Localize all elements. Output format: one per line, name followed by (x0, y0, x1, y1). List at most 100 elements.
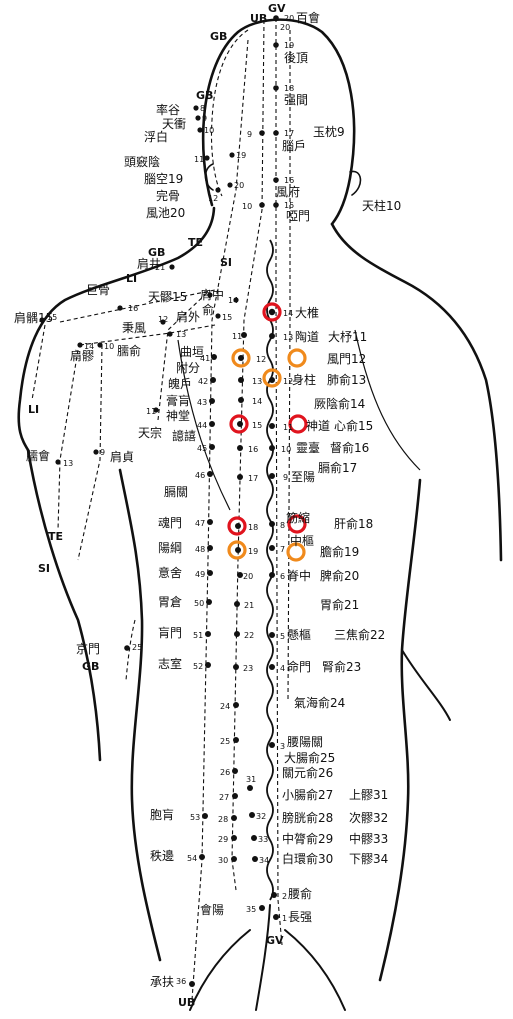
ub-dot-9 (259, 130, 265, 136)
spine-line (266, 239, 274, 901)
ub-num-33: 33 (258, 835, 268, 844)
gv-dot-8 (269, 521, 275, 527)
shoulder-li-path (59, 289, 216, 323)
gv-num-15: 15 (284, 201, 294, 210)
gv-name-13: 陶道 (295, 329, 319, 344)
te-dot-15 (207, 292, 213, 298)
ub-dot-27 (232, 793, 238, 799)
ub-num-21: 21 (244, 601, 254, 610)
ub-name-14: 厥陰俞14 (314, 396, 365, 411)
ub-name-51: 肓門 (158, 625, 182, 640)
gv-dot-20 (273, 15, 279, 21)
highlight-rings (227, 302, 308, 562)
gv-name-12: 身柱 (292, 372, 316, 387)
ub-dot-10 (259, 202, 265, 208)
ub-name-19: 膽俞19 (320, 544, 359, 559)
ub-dot-11 (241, 332, 247, 338)
li-num-15: 15 (47, 313, 57, 322)
ub-name-35: 會陽 (200, 903, 224, 917)
gv-num-9: 9 (283, 473, 288, 482)
gv-num-10: 10 (281, 445, 291, 454)
gv-dot-4 (269, 664, 275, 670)
si-num-9: 9 (100, 448, 105, 457)
gb-head-path (210, 29, 249, 197)
ub-dot-33 (251, 835, 257, 841)
arm-labels: 16 巨骨 天髎15 14 肩中 15 肩外 15 肩髃15 12 秉風 13 … (14, 283, 238, 468)
meridian-si-neck: SI (220, 256, 232, 269)
ub-name-24: 氣海俞24 (294, 695, 345, 710)
gv-name-10: 靈臺 (296, 440, 320, 455)
gv-num-13: 13 (283, 333, 293, 342)
gv-dot-15 (273, 202, 279, 208)
gv-name-4: 命門 (287, 659, 311, 674)
gv-name-11: 神道 (306, 419, 330, 433)
body-outline (17, 18, 503, 1011)
gb-name-19: 腦空19 (144, 171, 183, 186)
ub-name-11: 大杼11 (328, 329, 367, 344)
gv-num-2: 2 (282, 892, 287, 901)
ub-num-23: 23 (243, 664, 253, 673)
ub-dot-15 (237, 421, 243, 427)
ub-num-20: 20 (243, 572, 253, 581)
gv-num-11: 11 (283, 423, 293, 432)
te-name-15: 天髎15 (148, 290, 187, 304)
ub-num-51: 51 (193, 631, 203, 640)
si-name-12: 秉風 (122, 321, 146, 335)
ub-num-45: 45 (197, 444, 207, 453)
ub-num-19: 19 (248, 547, 258, 556)
gb-dot-10 (197, 127, 203, 133)
ub-dot-30 (231, 856, 237, 862)
gb-dot-11 (204, 155, 210, 161)
gb-name-25: 京門 (76, 642, 100, 656)
si-name-15: 肩外 (176, 309, 200, 324)
si-dot-12 (160, 319, 166, 325)
ub-num-18: 18 (248, 523, 258, 532)
gv-num-20: 20 (284, 14, 294, 23)
meridian-labels: UB GV GB GB GB LI TE SI LI TE SI GB GV U… (28, 2, 286, 1009)
si-name-10: 臑俞 (117, 343, 141, 358)
gv-num-16: 16 (284, 176, 294, 185)
ub-inner-labels: 9 玉枕9 10 天柱10 11 大杼11 12 風門12 13 肺俞13 14… (150, 124, 401, 989)
ub-name-31: 上髎31 (349, 788, 388, 802)
meridian-si-arm: SI (38, 562, 50, 575)
orange-ring-danshu-l (227, 540, 247, 560)
ub-num-17: 17 (248, 474, 258, 483)
gv-dot-10 (269, 445, 275, 451)
ub-name-49: 意舍 (158, 565, 182, 580)
ub-name-43: 膏肓 (166, 393, 190, 408)
meridian-gb-shoulder: GB (148, 246, 165, 259)
gv-num-6: 6 (280, 572, 285, 581)
gv-dot-5 (269, 632, 275, 638)
gv-num-3: 3 (280, 742, 285, 751)
gb-flank-path (125, 619, 136, 681)
buttock-cleft (189, 904, 346, 1011)
orange-ring-fengmen-r (287, 348, 307, 368)
gb-num-12: 12 (208, 194, 218, 203)
gv-meridian-path (275, 18, 283, 946)
ub-name-44: 神堂 (166, 409, 190, 423)
si-num-15: 15 (222, 313, 232, 322)
ub-name-26: 關元俞26 (282, 765, 333, 780)
gb-name-21: 肩井 (137, 256, 161, 271)
te-name-13: 臑會 (26, 449, 50, 463)
meridian-gb-flank: GB (82, 660, 99, 673)
red-ring-xinshu-l (229, 414, 249, 434)
ub-name-32: 次髎32 (349, 811, 388, 825)
gv-num-5: 5 (280, 632, 285, 641)
ub-name-50: 胃倉 (158, 594, 182, 609)
gv-num-8: 8 (280, 521, 285, 530)
orange-ring-feishu-l (231, 348, 251, 368)
gv-dot-3 (269, 742, 275, 748)
ub-num-53: 53 (190, 813, 200, 822)
right-neck-shoulder (330, 222, 503, 562)
ub-dot-24 (233, 702, 239, 708)
gv-name-7: 中樞 (290, 533, 314, 548)
ub-num-41: 41 (200, 354, 210, 363)
gb-num-19: 19 (236, 151, 246, 160)
gv-name-14: 大椎 (295, 305, 319, 320)
ub-name-48: 陽綱 (158, 541, 182, 555)
ub-dot-49 (207, 570, 213, 576)
ub-num-25: 25 (220, 737, 230, 746)
ub-name-15: 心俞15 (334, 418, 373, 433)
si-name-11: 天宗 (138, 425, 162, 440)
